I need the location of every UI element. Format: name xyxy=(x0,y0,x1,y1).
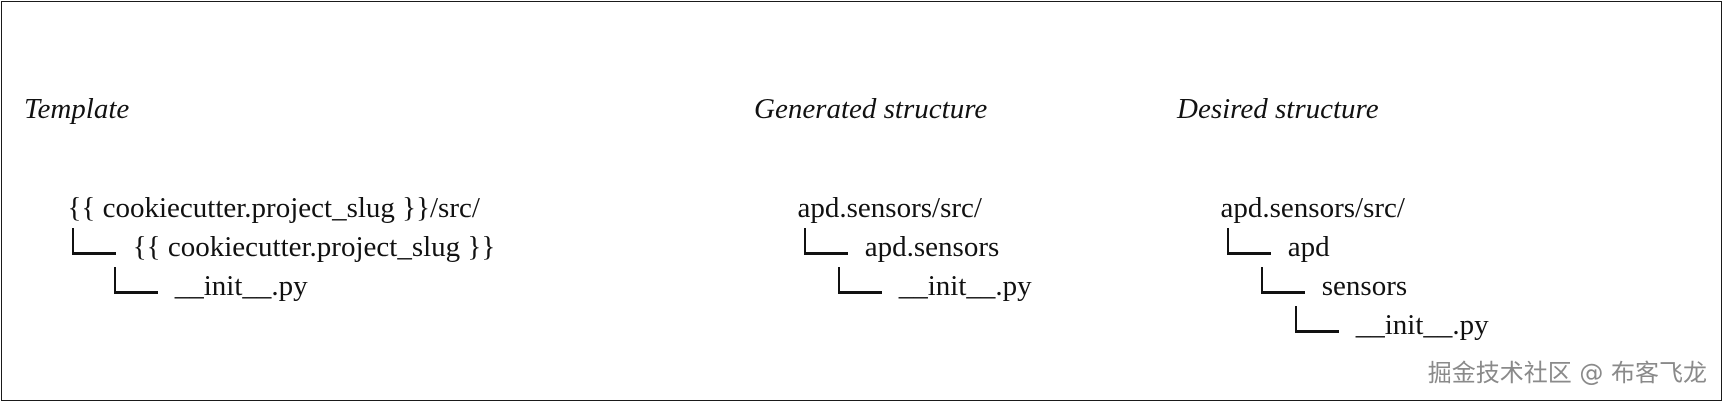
desired-heading: Desired structure xyxy=(1177,93,1379,125)
tree-branch-icon xyxy=(800,228,848,258)
tree-item-label: apd.sensors/src/ xyxy=(1220,192,1405,224)
tree-branch: apd.sensors xyxy=(754,189,1032,263)
generated-heading: Generated structure xyxy=(754,93,988,125)
tree-item-label: {{ cookiecutter.project_slug }} xyxy=(132,231,496,263)
watermark: 掘金技术社区 @ 布客飞龙 xyxy=(1427,359,1707,387)
tree-root: apd.sensors/src/ xyxy=(1177,150,1489,224)
tree-item-label: apd xyxy=(1287,231,1330,263)
tree-branch-icon xyxy=(68,228,116,258)
generated-column: Generated structure apd.sensors/src/ apd… xyxy=(754,92,1032,302)
template-column: Template {{ cookiecutter.project_slug }}… xyxy=(24,92,495,302)
tree-item-label: __init__.py xyxy=(1355,309,1489,341)
tree-branch: __init__.py xyxy=(24,228,495,302)
tree-branch-icon xyxy=(1291,306,1339,336)
tree-item-label: sensors xyxy=(1321,270,1408,302)
tree-item-label: {{ cookiecutter.project_slug }}/src/ xyxy=(67,192,480,224)
tree-root: apd.sensors/src/ xyxy=(754,150,1032,224)
tree-branch-icon xyxy=(1223,228,1271,258)
tree-branch: apd xyxy=(1177,189,1489,263)
tree-branch-icon xyxy=(110,267,158,297)
tree-branch-icon xyxy=(1257,267,1305,297)
template-heading: Template xyxy=(24,93,130,125)
tree-branch: __init__.py xyxy=(754,228,1032,302)
tree-item-label: __init__.py xyxy=(898,270,1032,302)
tree-branch: __init__.py xyxy=(1177,267,1489,341)
tree-root: {{ cookiecutter.project_slug }}/src/ xyxy=(24,150,495,224)
tree-branch: sensors xyxy=(1177,228,1489,302)
tree-item-label: apd.sensors/src/ xyxy=(797,192,982,224)
tree-item-label: __init__.py xyxy=(174,270,308,302)
desired-column: Desired structure apd.sensors/src/ apd s… xyxy=(1177,92,1489,341)
tree-branch-icon xyxy=(834,267,882,297)
tree-branch: {{ cookiecutter.project_slug }} xyxy=(24,189,495,263)
tree-item-label: apd.sensors xyxy=(864,231,1000,263)
